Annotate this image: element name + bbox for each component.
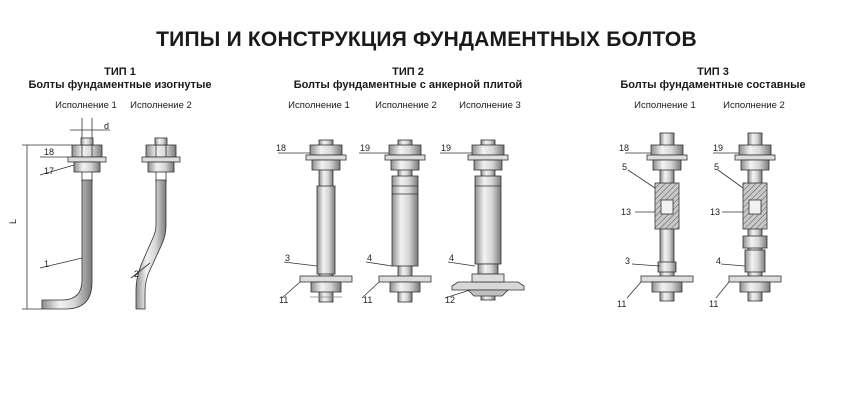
type2-name: ТИП 2 <box>392 66 424 78</box>
callout: 4 <box>449 253 454 263</box>
t2v2-bolt <box>359 139 432 303</box>
callout: 3 <box>285 253 290 263</box>
callout: 17 <box>44 166 54 176</box>
t2v1-bolt <box>278 139 353 303</box>
callout: 19 <box>360 143 370 153</box>
callout: 11 <box>617 299 626 309</box>
type1-caption: Болты фундаментные изогнутые <box>28 79 212 91</box>
type1-header: ТИП 1 Болты фундаментные изогнутые <box>20 66 220 92</box>
t1-variant-1: Исполнение 1 <box>55 100 117 111</box>
callout: 19 <box>441 143 451 153</box>
callout: 1 <box>44 259 49 269</box>
t2v3-bolt <box>440 139 525 301</box>
type3-name: ТИП 3 <box>697 66 729 78</box>
t2-variant-2: Исполнение 2 <box>375 100 437 111</box>
callout: 13 <box>621 207 631 217</box>
dim-l-label: L <box>8 219 18 224</box>
type2-header: ТИП 2 Болты фундаментные с анкерной плит… <box>258 66 558 92</box>
callout: 11 <box>279 295 288 305</box>
callout: 3 <box>625 256 630 266</box>
t1-variant-2: Исполнение 2 <box>130 100 192 111</box>
t2-variant-1: Исполнение 1 <box>288 100 350 111</box>
dim-d-label: d <box>104 121 109 131</box>
t1v2-bolt <box>130 137 181 310</box>
callout: 18 <box>44 147 54 157</box>
callout: 12 <box>445 295 455 305</box>
t3-variant-2: Исполнение 2 <box>723 100 785 111</box>
callout: 5 <box>622 162 627 172</box>
callout: 19 <box>713 143 723 153</box>
callout: 18 <box>276 143 286 153</box>
page-title: ТИПЫ И КОНСТРУКЦИЯ ФУНДАМЕНТНЫХ БОЛТОВ <box>156 28 697 51</box>
t3v1-bolt <box>625 132 694 302</box>
callout: 5 <box>714 162 719 172</box>
callout: 18 <box>619 143 629 153</box>
callout: 4 <box>716 256 721 266</box>
callout: 4 <box>367 253 372 263</box>
t2-variant-3: Исполнение 3 <box>459 100 521 111</box>
type1-name: ТИП 1 <box>104 66 136 78</box>
type3-caption: Болты фундаментные составные <box>620 79 806 91</box>
callout: 13 <box>710 207 720 217</box>
t3-variant-1: Исполнение 1 <box>634 100 696 111</box>
callout: 2 <box>134 269 139 279</box>
type2-caption: Болты фундаментные с анкерной плитой <box>293 79 523 91</box>
type3-header: ТИП 3 Болты фундаментные составные <box>603 66 823 92</box>
callout: 11 <box>709 299 718 309</box>
t3v2-bolt <box>713 132 782 302</box>
callout: 11 <box>363 295 372 305</box>
t1v1-bolt <box>22 118 110 310</box>
